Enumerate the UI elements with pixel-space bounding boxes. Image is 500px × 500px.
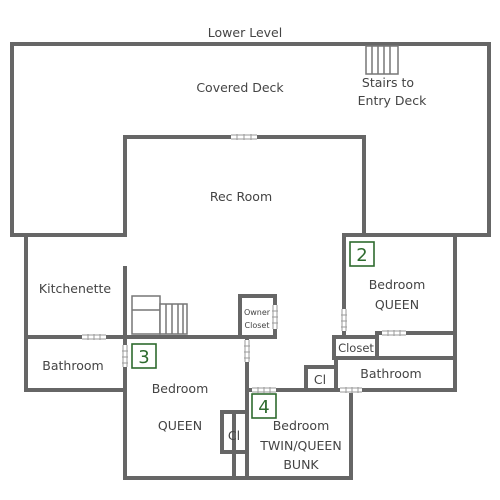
bathroom-left-label: Bathroom (42, 358, 103, 373)
cl-left-walls (220, 410, 249, 454)
bathroom-right-walls (334, 356, 457, 369)
room-labels: Covered Deck Stairs to Entry Deck Rec Ro… (39, 75, 427, 472)
stairs-interior (131, 295, 188, 335)
kitchenette-walls (24, 233, 127, 392)
door-bathroom-left (82, 334, 106, 340)
door-bedroom-3 (122, 345, 128, 367)
walls (10, 42, 491, 480)
cl-right-label: Cl (314, 372, 326, 387)
covered-deck-outline (10, 42, 491, 237)
badge-bedroom-3: 3 (131, 343, 157, 369)
cl-left-label: Cl (228, 428, 240, 443)
badge-bedroom-4-number: 4 (258, 397, 269, 418)
badge-bedroom-4: 4 (251, 393, 277, 419)
badge-bedroom-2-number: 2 (356, 245, 367, 266)
stairs-label-line1: Stairs to (362, 75, 414, 90)
doorways (82, 134, 406, 393)
closet-label: Closet (338, 341, 374, 355)
door-bathroom-right (340, 387, 362, 393)
badge-bedroom-2: 2 (349, 241, 375, 267)
badge-bedroom-3-number: 3 (138, 347, 149, 368)
kitchenette-label: Kitchenette (39, 281, 111, 296)
owner-closet-label-line2: Closet (245, 321, 270, 330)
hallway-walls (245, 365, 457, 392)
bedroom-3-label-line1: Bedroom (152, 381, 209, 396)
rec-room-outline (123, 135, 366, 237)
bedroom-3-label-line2: QUEEN (158, 418, 202, 433)
door-bedroom-2 (341, 309, 347, 331)
door-bedroom-4 (252, 387, 276, 393)
bedroom-4-label-line1: Bedroom (273, 418, 330, 433)
stairs-entry-deck (365, 45, 399, 75)
bedroom-2-label-line1: Bedroom (369, 277, 426, 292)
covered-deck-label: Covered Deck (196, 80, 284, 95)
bedroom-4-label-line2: TWIN/QUEEN (259, 438, 341, 453)
plan-title: Lower Level (208, 25, 282, 40)
door-bedroom-3-hall (244, 340, 250, 362)
door-covered-deck (231, 134, 257, 140)
bathroom-right-label: Bathroom (360, 366, 421, 381)
door-owner-closet (272, 305, 278, 329)
bedroom-badges: 2 3 4 (131, 241, 375, 419)
stairs-label-line2: Entry Deck (358, 93, 427, 108)
bedroom-4-label-line3: BUNK (283, 457, 319, 472)
rec-room-label: Rec Room (210, 189, 272, 204)
bedroom-2-label-line2: QUEEN (375, 297, 419, 312)
owner-closet-label-line1: Owner (244, 308, 271, 317)
rec-room-inner-walls (123, 266, 353, 480)
door-closet-right (382, 330, 406, 336)
owner-closet-walls (238, 294, 277, 339)
